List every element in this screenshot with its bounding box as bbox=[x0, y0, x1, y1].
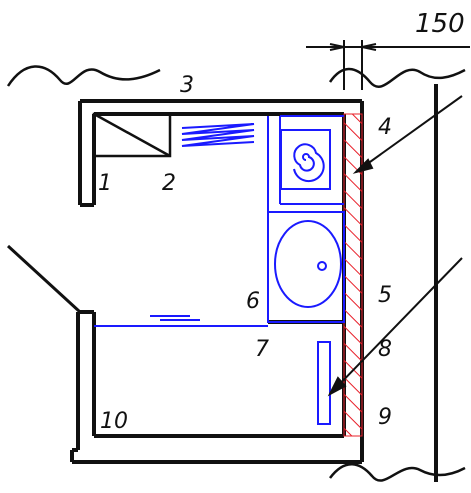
callout-2: 2 bbox=[162, 171, 176, 196]
fixtures bbox=[94, 115, 345, 425]
break-line-bottom-right bbox=[329, 463, 466, 482]
break-line-top-right bbox=[328, 67, 466, 88]
insulation-layer-hatch bbox=[343, 113, 363, 437]
break-line-top-left bbox=[6, 65, 161, 87]
diagonal-wall-line bbox=[6, 244, 82, 314]
shelf-unit bbox=[92, 112, 172, 158]
drum-spiral-icon bbox=[293, 143, 325, 183]
callout-3: 3 bbox=[180, 73, 194, 98]
leader-lines bbox=[327, 95, 463, 397]
sink-bowl-icon bbox=[274, 220, 342, 308]
callout-8: 8 bbox=[378, 337, 392, 362]
callout-1: 1 bbox=[98, 171, 112, 196]
dimension-marker bbox=[306, 40, 470, 90]
radiator-icon bbox=[181, 123, 255, 147]
washing-machine-icon bbox=[280, 129, 331, 190]
sink-cabinet bbox=[267, 211, 345, 323]
callout-9: 9 bbox=[378, 405, 392, 430]
callout-5: 5 bbox=[378, 283, 392, 308]
drain-icon bbox=[317, 261, 327, 271]
callout-6: 6 bbox=[246, 289, 260, 314]
callout-7: 7 bbox=[255, 337, 269, 362]
callout-4: 4 bbox=[378, 115, 392, 140]
dimension-label: 150 bbox=[415, 9, 465, 39]
callout-10: 10 bbox=[100, 409, 128, 434]
tall-fixture-icon bbox=[317, 341, 331, 425]
